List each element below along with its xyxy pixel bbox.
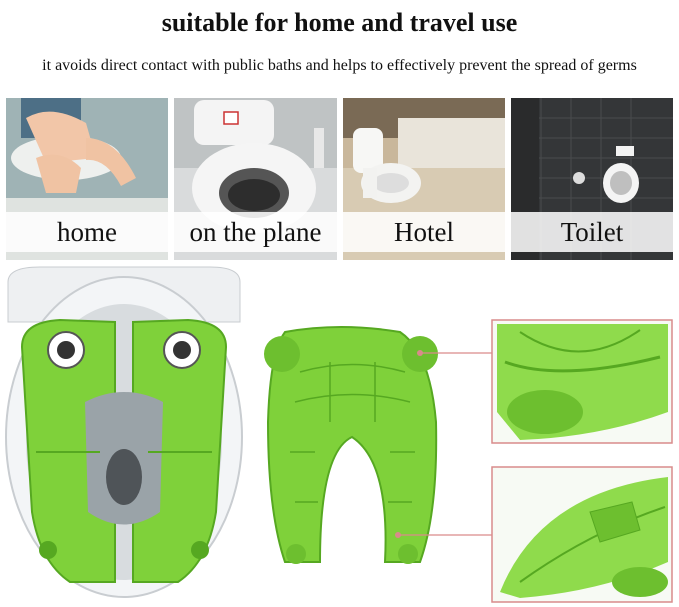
scene-photo-home — [6, 98, 168, 260]
scene-label-band — [0, 212, 679, 252]
page-title: suitable for home and travel use — [161, 8, 518, 37]
scene-label-toilet: Toilet — [560, 217, 624, 247]
product-illustration — [5, 266, 673, 603]
callout-lines — [398, 352, 492, 536]
detail-closeup-top — [491, 319, 673, 444]
scene-label-hotel: Hotel — [394, 217, 454, 247]
scene-label-plane: on the plane — [189, 217, 322, 247]
detail-closeup-bottom — [491, 466, 673, 603]
page-subtitle: it avoids direct contact with public bat… — [42, 57, 637, 74]
toilet-with-seat — [5, 266, 243, 598]
scene-label-home: home — [57, 217, 117, 247]
seat-underside — [264, 326, 438, 564]
